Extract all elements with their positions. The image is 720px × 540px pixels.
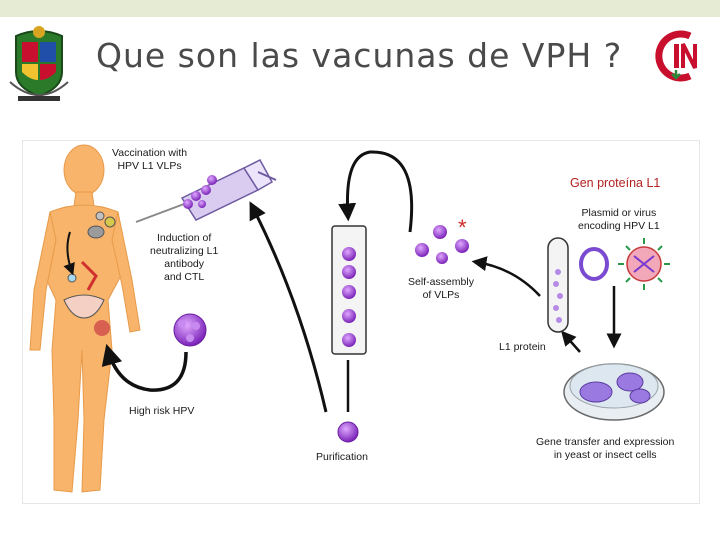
top-accent-bar [0, 0, 720, 17]
infection-arrow [101, 343, 188, 392]
institute-logo [655, 30, 697, 82]
label-purification: Purification [316, 451, 368, 463]
body-organs [63, 211, 116, 336]
label-high-risk-hpv: High risk HPV [129, 405, 195, 417]
assembly-to-column-arrow [338, 150, 414, 233]
l1-protein-tube [547, 237, 569, 333]
hpv-virus-particle [173, 313, 207, 347]
dish-to-tube-arrow [561, 330, 581, 353]
baculovirus-icon [618, 238, 670, 290]
purified-vlp [337, 421, 359, 443]
human-body-figure [29, 144, 141, 493]
annotation-asterisk: * [458, 215, 467, 240]
slide-title: Que son las vacunas de VPH ? [96, 36, 623, 75]
annotation-gen-proteina: Gen proteína L1 [570, 176, 661, 190]
syringe-vlp-particles [183, 175, 217, 209]
purification-column [331, 225, 367, 355]
purification-to-vaccine-arrow [249, 201, 328, 413]
protein-to-assembly-arrow [471, 256, 541, 297]
self-assembled-vlps [415, 225, 469, 264]
label-l1-protein: L1 protein [499, 341, 546, 353]
internal-arrow [63, 231, 75, 276]
petri-dish-cells [563, 363, 665, 421]
university-crest-logo [9, 26, 69, 101]
plasmid-icon [579, 247, 609, 281]
